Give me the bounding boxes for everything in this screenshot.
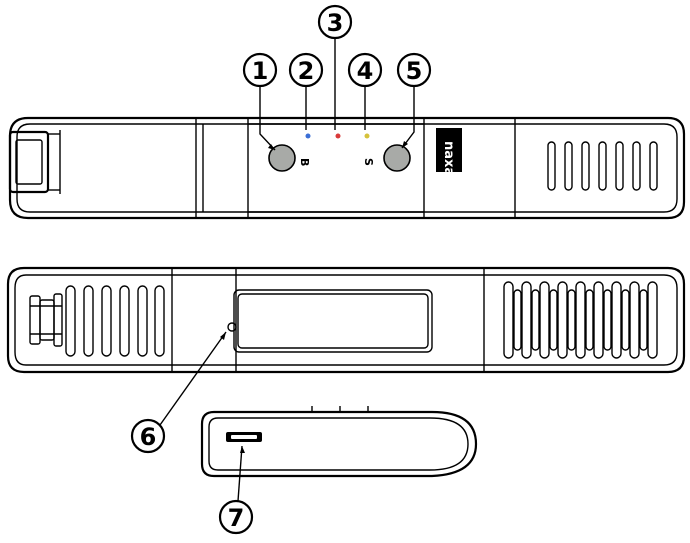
micro-usb-port-slot (231, 435, 257, 439)
vent-slot (137, 285, 148, 357)
bottom-label-recess (233, 289, 433, 353)
device-bottom-view (6, 266, 686, 374)
callout-6: 6 (130, 331, 227, 454)
bottom-body-outline (6, 266, 686, 374)
vent-slot (593, 281, 604, 359)
callout-4: 4 (347, 52, 383, 130)
callout-2: 2 (288, 52, 324, 130)
vent-slot (629, 281, 640, 359)
led-red (335, 133, 341, 139)
svg-text:2: 2 (298, 57, 315, 85)
vent-slot (101, 285, 112, 357)
svg-text:1: 1 (252, 57, 269, 85)
end-view-inner-outline (208, 417, 469, 471)
vent-slot (539, 281, 550, 359)
vent-slot (547, 141, 556, 191)
bottom-right-vent-slots (503, 281, 658, 359)
button-b (268, 144, 296, 172)
device-end-view (200, 406, 478, 478)
brand-logo: naxa (436, 128, 462, 176)
vent-slot (581, 141, 590, 191)
vent-slot (154, 285, 165, 357)
device-top-view: B S naxa (8, 116, 686, 220)
led-blue (305, 133, 311, 139)
svg-text:6: 6 (140, 423, 157, 451)
vent-slot (503, 281, 514, 359)
vent-slot-inner (531, 289, 540, 351)
vent-slot-inner (549, 289, 558, 351)
vent-slot-inner (621, 289, 630, 351)
callout-3: 3 (317, 4, 353, 130)
svg-text:4: 4 (357, 57, 374, 85)
button-s (383, 144, 411, 172)
vent-slot-inner (639, 289, 648, 351)
vent-slot (575, 281, 586, 359)
vent-slot (615, 141, 624, 191)
bottom-body-inner-outline (14, 274, 678, 366)
vent-slot (119, 285, 130, 357)
vent-slot-inner (603, 289, 612, 351)
svg-text:3: 3 (327, 9, 344, 37)
top-vent-slots (547, 141, 658, 191)
vent-slot (564, 141, 573, 191)
reset-hole (227, 322, 237, 332)
callout-5: 5 (396, 52, 432, 149)
vent-slot (557, 281, 568, 359)
bottom-left-vent-slots (65, 285, 165, 357)
top-body-outline (8, 116, 686, 220)
vent-slot (521, 281, 532, 359)
vent-slot (65, 285, 76, 357)
led-yellow (364, 133, 370, 139)
top-body-inner-outline (16, 123, 678, 213)
vent-slot (611, 281, 622, 359)
callouts: 1 2 3 4 5 6 (130, 4, 432, 535)
vent-slot-inner (567, 289, 576, 351)
callout-1: 1 (242, 52, 278, 151)
svg-text:5: 5 (406, 57, 423, 85)
bottom-label-recess-inner (237, 293, 429, 349)
top-center-panel (247, 117, 425, 219)
button-s-label: S (362, 158, 375, 166)
vent-slot-inner (513, 289, 522, 351)
svg-text:7: 7 (228, 504, 245, 532)
usb-connector-bottom (29, 293, 63, 347)
vent-slot (649, 141, 658, 191)
button-b-label: B (298, 158, 311, 166)
vent-slot (632, 141, 641, 191)
vent-slot (598, 141, 607, 191)
vent-slot-inner (585, 289, 594, 351)
vent-slot (83, 285, 94, 357)
end-view-outline (200, 410, 478, 478)
usb-connector-top (8, 130, 61, 194)
callout-7: 7 (218, 445, 254, 535)
vent-slot (647, 281, 658, 359)
svg-text:naxa: naxa (441, 141, 456, 176)
